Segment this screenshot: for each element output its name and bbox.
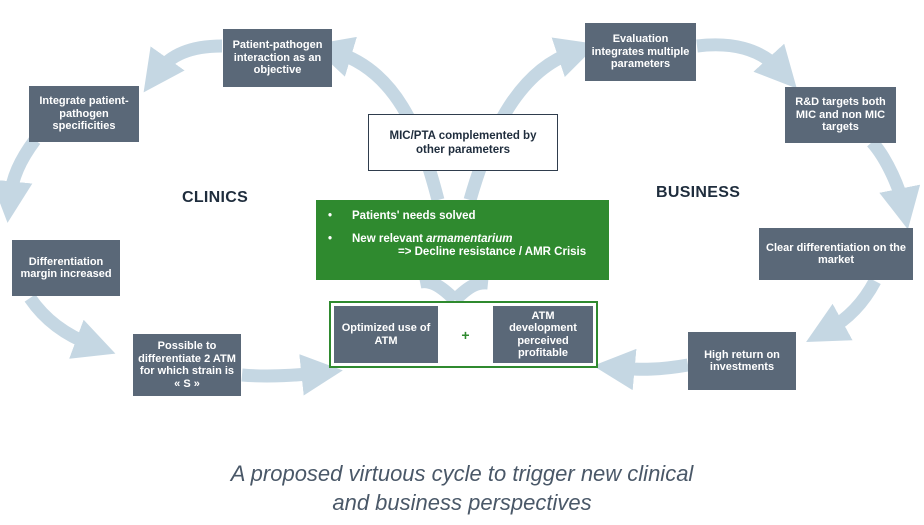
arrow-crossing-to-evaluation (463, 37, 598, 202)
atm-development-box: ATM development perceived profitable (493, 306, 593, 363)
high-return-box: High return on investments (688, 332, 796, 390)
possible-differentiate-box: Possible to differentiate 2 ATM for whic… (133, 334, 241, 396)
arrow-crossing-to-top-left (311, 36, 445, 202)
caption-line-1: A proposed virtuous cycle to trigger new… (230, 461, 694, 486)
patient-pathogen-box: Patient-pathogen interaction as an objec… (223, 29, 332, 87)
integrate-specificities-box: Integrate patient-pathogen specificities (29, 86, 139, 142)
bullet: • (328, 210, 333, 222)
outcome-item: • Patients' needs solved (328, 210, 597, 223)
arrow-stem-lower-right (450, 276, 489, 305)
optimized-use-box: Optimized use of ATM (334, 306, 438, 363)
outcome-text-italic: armamentarium (426, 233, 513, 245)
business-label: BUSINESS (656, 184, 741, 201)
arrow-integrate-to-left (0, 136, 41, 223)
outcomes-box: • Patients' needs solved • New relevant … (316, 200, 609, 280)
outcome-item: • New relevant armamentarium => Decline … (328, 233, 597, 259)
arrow-rd-to-clear (866, 137, 921, 230)
arrow-evaluation-to-rd (696, 38, 797, 89)
outcome-text-prefix: New relevant (352, 233, 427, 245)
differentiation-margin-box: Differentiation margin increased (12, 240, 120, 296)
arrow-top-to-integrate (143, 39, 223, 93)
arrow-clear-to-return (806, 277, 881, 342)
plus-sign: + (461, 326, 470, 343)
evaluation-box: Evaluation integrates multiple parameter… (585, 23, 696, 81)
arrow-possible-to-combo (241, 354, 343, 396)
combo-box: Optimized use of ATM + ATM development p… (329, 301, 598, 368)
rd-targets-box: R&D targets both MIC and non MIC targets (785, 87, 896, 143)
outcome-text: Patients' needs solved (352, 210, 476, 222)
mic-pta-box: MIC/PTA complemented by other parameters (368, 114, 558, 171)
caption-line-2: and business perspectives (332, 490, 592, 515)
clear-differentiation-box: Clear differentiation on the market (759, 228, 913, 280)
outcome-text-consequence: => Decline resistance / AMR Crisis (398, 246, 587, 258)
bullet: • (328, 233, 333, 245)
arrow-stem-lower-left (418, 275, 460, 305)
clinics-label: CLINICS (182, 189, 249, 206)
arrow-left-to-possible (24, 294, 116, 359)
arrow-return-to-combo (593, 348, 690, 391)
